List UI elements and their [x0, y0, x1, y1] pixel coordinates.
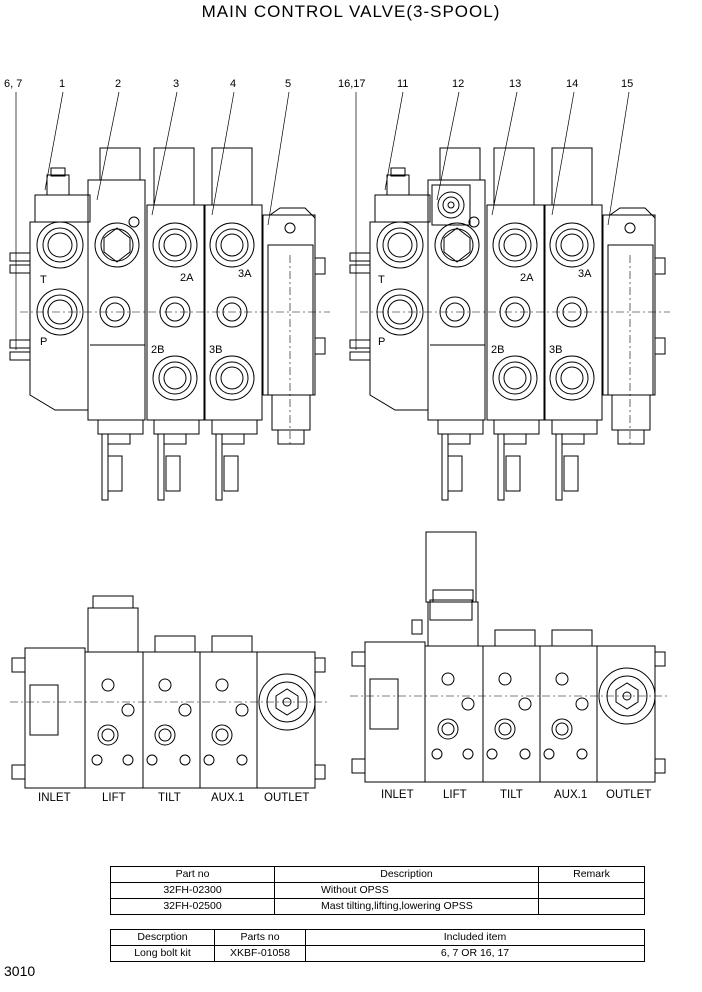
part-no-cell: 32FH-02300 — [110, 882, 275, 899]
callout-15: 15 — [621, 78, 634, 90]
section-tilt-left: TILT — [158, 792, 181, 804]
header-remark: Remark — [538, 866, 645, 883]
callout-13: 13 — [509, 78, 522, 90]
table-row: Long bolt kit XKBF-01058 6, 7 OR 16, 17 — [110, 945, 645, 962]
section-inlet-right: INLET — [381, 789, 414, 801]
port-2b-right: 2B — [491, 344, 505, 356]
table-row: 32FH-02300 Without OPSS — [110, 882, 645, 899]
kit-description-cell: Long bolt kit — [110, 945, 215, 962]
callout-5: 5 — [285, 78, 292, 90]
callout-4: 4 — [230, 78, 237, 90]
header-descrption: Descrption — [110, 929, 215, 946]
section-aux-right: AUX.1 — [554, 789, 588, 801]
opss-solenoid-front — [431, 184, 471, 226]
callout-1: 1 — [59, 78, 66, 90]
callout-2: 2 — [115, 78, 122, 90]
header-description: Description — [274, 866, 539, 883]
section-outlet-right: OUTLET — [606, 789, 652, 801]
port-2a-right: 2A — [520, 272, 534, 284]
remark-cell — [538, 898, 645, 915]
header-included-item: Included item — [305, 929, 645, 946]
front-view-with-opss — [349, 91, 671, 501]
section-tilt-right: TILT — [500, 789, 523, 801]
bottom-view-without-opss — [9, 595, 331, 789]
header-part-no: Part no — [110, 866, 275, 883]
section-outlet-left: OUTLET — [264, 792, 310, 804]
port-2b-left: 2B — [151, 344, 165, 356]
callout-6-7: 6, 7 — [4, 78, 23, 90]
page-number: 3010 — [4, 963, 36, 979]
description-cell: Mast tilting,lifting,lowering OPSS — [274, 898, 539, 915]
kit-included-cell: 6, 7 OR 16, 17 — [305, 945, 645, 962]
port-p-left: P — [40, 336, 48, 348]
callout-11: 11 — [397, 78, 409, 90]
callout-3: 3 — [173, 78, 180, 90]
parts-table: Part no Description Remark 32FH-02300 Wi… — [110, 866, 645, 915]
opss-solenoid-bottom — [425, 531, 477, 603]
remark-cell — [538, 882, 645, 899]
parts-table-header: Part no Description Remark — [110, 866, 645, 883]
port-t-right: T — [378, 274, 385, 286]
port-2a-left: 2A — [180, 272, 194, 284]
section-lift-right: LIFT — [443, 789, 467, 801]
port-3a-left: 3A — [238, 268, 252, 280]
table-row: 32FH-02500 Mast tilting,lifting,lowering… — [110, 898, 645, 915]
kit-table: Descrption Parts no Included item Long b… — [110, 929, 645, 962]
callout-16-17: 16,17 — [338, 78, 366, 90]
callout-14: 14 — [566, 78, 579, 90]
port-p-right: P — [378, 336, 386, 348]
description-cell: Without OPSS — [274, 882, 539, 899]
header-parts-no: Parts no — [214, 929, 306, 946]
port-3a-right: 3A — [578, 268, 592, 280]
page-title: MAIN CONTROL VALVE(3-SPOOL) — [201, 2, 501, 21]
bottom-view-with-opss — [349, 589, 671, 783]
callout-12: 12 — [452, 78, 465, 90]
section-aux-left: AUX.1 — [211, 792, 245, 804]
kit-parts-no-cell: XKBF-01058 — [214, 945, 306, 962]
kit-table-header: Descrption Parts no Included item — [110, 929, 645, 946]
port-3b-right: 3B — [549, 344, 563, 356]
section-inlet-left: INLET — [38, 792, 71, 804]
part-no-cell: 32FH-02500 — [110, 898, 275, 915]
port-3b-left: 3B — [209, 344, 223, 356]
port-t-left: T — [40, 274, 47, 286]
section-lift-left: LIFT — [102, 792, 126, 804]
front-view-without-opss — [9, 91, 331, 501]
